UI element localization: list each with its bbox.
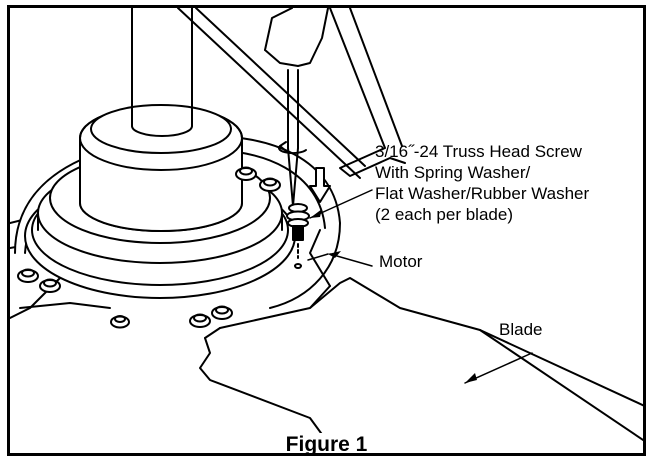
upper-blade-arm [177, 8, 406, 179]
figure-frame: 3/16˝-24 Truss Head Screw With Spring Wa… [7, 5, 646, 456]
screw-callout-line-4: (2 each per blade) [375, 205, 513, 224]
screwdriver [264, 8, 329, 207]
screw-assembly [286, 203, 310, 269]
figure-title-text: Figure 1 [279, 433, 374, 453]
rotation-arrow [277, 141, 307, 155]
down-arrow [309, 167, 331, 203]
motor-label: Motor [379, 252, 423, 271]
screw-callout-line-3: Flat Washer/Rubber Washer [375, 184, 590, 203]
motor-hub [79, 104, 243, 232]
figure-title: Figure 1 [10, 433, 643, 453]
screw-callout: 3/16˝-24 Truss Head Screw With Spring Wa… [375, 141, 589, 225]
fan-blade-installation-drawing [10, 8, 643, 453]
blade [199, 229, 643, 453]
downrod [131, 8, 193, 137]
blade-label: Blade [499, 320, 543, 339]
screw-callout-line-1: 3/16˝-24 Truss Head Screw [375, 142, 582, 161]
flange-bolts [17, 166, 281, 329]
screw-callout-line-2: With Spring Washer/ [375, 163, 531, 182]
